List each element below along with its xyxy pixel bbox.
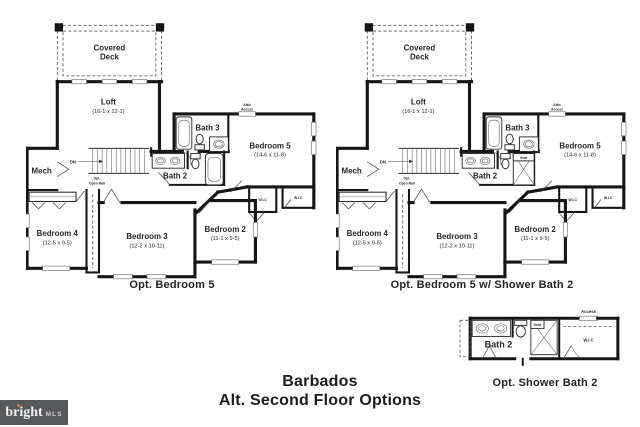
opt-open-rail-label: Opt. bbox=[403, 177, 410, 181]
loft-dims: (16-1 x 12-1) bbox=[402, 109, 434, 115]
bath2-label: Bath 2 bbox=[163, 172, 188, 181]
bath2-label: Bath 2 bbox=[485, 340, 513, 350]
wic-right-label: W.I.C bbox=[604, 196, 613, 200]
bedroom4-label: Bedroom 4 bbox=[347, 229, 389, 238]
floorplan-labels: Access Seat Bath 2 W.I.C bbox=[485, 309, 597, 349]
bedroom3-dims: (12-2 x 10-11) bbox=[130, 243, 165, 249]
loft-label: Loft bbox=[101, 98, 116, 107]
covered-deck-label-2: Deck bbox=[410, 53, 430, 62]
bedroom5-dims: (14-6 x 11-8) bbox=[564, 153, 596, 159]
shower-seat-label: Seat bbox=[520, 156, 528, 160]
bedroom5-dims: (14-6 x 11-8) bbox=[254, 153, 286, 159]
wic-left-label: W.I.C bbox=[569, 198, 578, 202]
watermark-suffix-text: MLS bbox=[45, 411, 63, 418]
floorplan-walls bbox=[459, 315, 620, 366]
bedroom4-dims: (12-5 x 9-5) bbox=[353, 240, 382, 246]
bedroom2-label: Bedroom 2 bbox=[205, 225, 247, 234]
floorplan-labels: Covered Deck Loft (16-1 x 12-1) Attic Ac… bbox=[342, 43, 613, 249]
bath-fixtures bbox=[471, 319, 614, 359]
bedroom2-dims: (11-1 x 9-5) bbox=[211, 236, 240, 242]
bath2-tub-fixture bbox=[204, 153, 224, 186]
wic-left-label: W.I.C bbox=[259, 198, 268, 202]
bath3-label: Bath 3 bbox=[505, 124, 530, 133]
wic-right-label: W.I.C bbox=[294, 196, 303, 200]
floorplan-opt-shower-bath2: Access Seat Bath 2 W.I.C bbox=[459, 309, 620, 366]
floorplan-labels: Covered Deck Loft (16-1 x 12-1) Attic Ac… bbox=[32, 43, 303, 249]
attic-access-label-2: Access bbox=[551, 107, 563, 111]
stairs-dn-label: DN bbox=[70, 159, 76, 164]
covered-deck-label-2: Deck bbox=[100, 53, 120, 62]
bedroom4-dims: (12-5 x 9-5) bbox=[43, 240, 72, 246]
bath2-label: Bath 2 bbox=[473, 172, 498, 181]
mech-label: Mech bbox=[342, 166, 362, 175]
bedroom3-label: Bedroom 3 bbox=[436, 232, 478, 241]
bedroom2-label: Bedroom 2 bbox=[515, 225, 557, 234]
caption-opt-shower-bath2: Opt. Shower Bath 2 bbox=[492, 377, 598, 389]
caption-opt-bedroom5: Opt. Bedroom 5 bbox=[129, 279, 215, 291]
bedroom2-dims: (11-1 x 9-5) bbox=[521, 236, 550, 242]
floorplan-opt-bedroom5: Covered Deck Loft (16-1 x 12-1) Attic Ac… bbox=[26, 22, 318, 281]
shower-seat-label: Seat bbox=[534, 323, 542, 327]
covered-deck-label: Covered bbox=[94, 43, 126, 52]
opt-open-rail-label-2: Open Rail bbox=[399, 181, 415, 185]
caption-opt-bedroom5-shower-bath2: Opt. Bedroom 5 w/ Shower Bath 2 bbox=[390, 279, 574, 291]
mech-label: Mech bbox=[32, 166, 52, 175]
sheet-subtitle: Alt. Second Floor Options bbox=[218, 392, 422, 409]
attic-access-label: Attic bbox=[553, 103, 561, 107]
plan-name: Barbados bbox=[282, 373, 358, 390]
floorplan-opt-bedroom5-shower-bath2: Covered Deck Loft (16-1 x 12-1) Attic Ac… bbox=[336, 22, 628, 281]
covered-deck-label: Covered bbox=[404, 43, 436, 52]
bedroom3-label: Bedroom 3 bbox=[126, 232, 168, 241]
loft-dims: (16-1 x 12-1) bbox=[92, 109, 124, 115]
attic-access-label: Access bbox=[581, 309, 596, 314]
loft-label: Loft bbox=[411, 98, 426, 107]
bright-mls-watermark: bright MLS bbox=[0, 400, 68, 425]
attic-access-label: Attic bbox=[243, 103, 251, 107]
attic-access-label-2: Access bbox=[241, 107, 253, 111]
opt-open-rail-label: Opt. bbox=[93, 177, 100, 181]
stairs-dn-label: DN bbox=[380, 159, 386, 164]
bedroom4-label: Bedroom 4 bbox=[37, 229, 79, 238]
watermark-brand-text: bright bbox=[5, 404, 43, 420]
bedroom3-dims: (12-2 x 10-11) bbox=[440, 243, 475, 249]
sheet-title: Barbados Alt. Second Floor Options bbox=[70, 372, 570, 410]
bedroom5-label: Bedroom 5 bbox=[249, 141, 291, 150]
watermark-orange-dot-icon bbox=[17, 404, 20, 407]
wic-label: W.I.C bbox=[583, 338, 593, 343]
opt-open-rail-label-2: Open Rail bbox=[89, 181, 105, 185]
bedroom5-label: Bedroom 5 bbox=[559, 141, 601, 150]
bath3-label: Bath 3 bbox=[195, 124, 220, 133]
